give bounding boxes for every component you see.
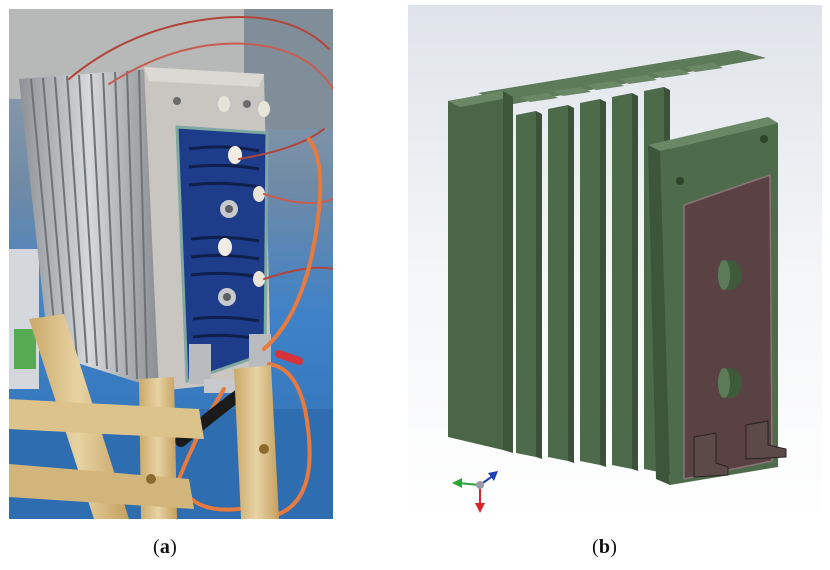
heatsink-fins	[19, 69, 159, 389]
pcb-board	[175, 96, 270, 384]
heatsink-cad-render	[408, 5, 822, 523]
caption-a: (a)	[153, 536, 177, 558]
photo-panel-a	[9, 9, 333, 519]
cad-panel-b	[408, 5, 822, 523]
wooden-stand	[9, 314, 279, 519]
coordinate-triad-icon	[452, 471, 498, 513]
caption-b: (b)	[592, 536, 618, 558]
cad-heatsink	[448, 50, 787, 485]
heatsink-photo	[9, 9, 333, 519]
